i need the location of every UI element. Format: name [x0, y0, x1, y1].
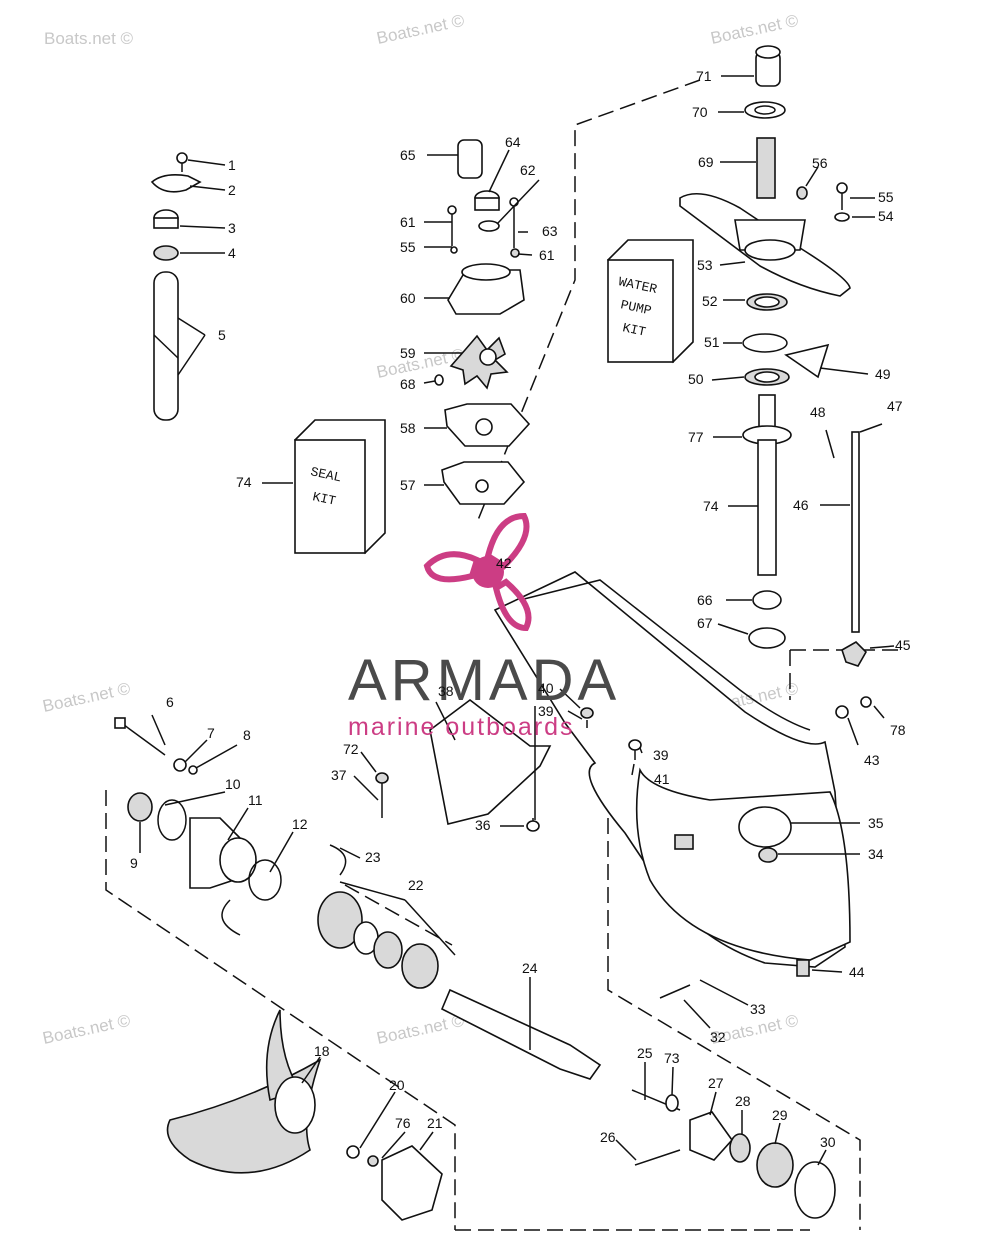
callout-label: 48 — [810, 404, 826, 420]
stud-group — [820, 423, 895, 667]
drive-shaft-group — [679, 45, 875, 649]
callout-label: 47 — [887, 398, 903, 414]
gear-housing-group — [353, 571, 885, 1029]
callout-label: 1 — [228, 157, 236, 173]
kit-label-line: KIT — [621, 320, 647, 340]
seal-kit-box: SEAL KIT — [262, 419, 386, 555]
logo: ARMADA marine outboards — [348, 512, 620, 741]
callout-label: 45 — [895, 637, 911, 653]
callout-label: 40 — [538, 680, 554, 696]
callout-label: 55 — [878, 189, 894, 205]
callout-label: 6 — [166, 694, 174, 710]
watermark: Boats.net © — [41, 679, 133, 716]
logo-tagline: marine outboards — [348, 713, 575, 741]
callout-label: 26 — [600, 1129, 616, 1145]
callout-label: 33 — [750, 1001, 766, 1017]
callout-label: 36 — [475, 817, 491, 833]
callout-label: 66 — [697, 592, 713, 608]
callout-label: 44 — [849, 964, 865, 980]
callout-label: 4 — [228, 245, 236, 261]
callout-label: 5 — [218, 327, 226, 343]
callout-label: 27 — [708, 1075, 724, 1091]
callout-label: 8 — [243, 727, 251, 743]
callout-label: 29 — [772, 1107, 788, 1123]
callout-label: 41 — [654, 771, 670, 787]
callout-label: 53 — [697, 257, 713, 273]
callout-label: 62 — [520, 162, 536, 178]
callout-label: 49 — [875, 366, 891, 382]
callout-label: 38 — [438, 683, 454, 699]
callout-label: 63 — [542, 223, 558, 239]
kit-label-line: KIT — [311, 489, 337, 509]
callout-label: 35 — [868, 815, 884, 831]
callout-label: 72 — [343, 741, 359, 757]
callout-label: 76 — [395, 1115, 411, 1131]
callout-label: 71 — [696, 68, 712, 84]
callout-label: 54 — [878, 208, 894, 224]
watermark: Boats.net © — [375, 1011, 467, 1048]
kit-label-line: PUMP — [619, 297, 653, 318]
callout-label: 56 — [812, 155, 828, 171]
watermark: Boats.net © — [41, 1011, 133, 1048]
callout-label: 39 — [653, 747, 669, 763]
callout-label: 67 — [697, 615, 713, 631]
watermark: Boats.net © — [44, 29, 134, 48]
shift-rod-group — [150, 152, 226, 421]
callout-label: 30 — [820, 1134, 836, 1150]
callout-label: 22 — [408, 877, 424, 893]
watermark: Boats.net © — [709, 11, 801, 48]
callout-label: 61 — [400, 214, 416, 230]
callout-label: 52 — [702, 293, 718, 309]
callout-label: 34 — [868, 846, 884, 862]
callout-label: 77 — [688, 429, 704, 445]
callout-label: 32 — [710, 1029, 726, 1045]
callout-label: 43 — [864, 752, 880, 768]
kit-label-line: SEAL — [309, 464, 343, 485]
callout-label: 61 — [539, 247, 555, 263]
callout-label: 21 — [427, 1115, 443, 1131]
callout-label: 60 — [400, 290, 416, 306]
callout-label: 51 — [704, 334, 720, 350]
callout-label: 2 — [228, 182, 236, 198]
callout-label: 46 — [793, 497, 809, 513]
callout-label: 11 — [248, 792, 263, 808]
callout-label: 24 — [522, 960, 538, 976]
callout-label: 69 — [698, 154, 714, 170]
water-pump-kit-box: WATER PUMP KIT — [606, 239, 694, 364]
callout-label: 50 — [688, 371, 704, 387]
callout-labels: 1 2 3 4 5 6 7 8 9 10 11 12 18 20 21 22 2… — [130, 68, 911, 1150]
callout-label: 68 — [400, 376, 416, 392]
callout-label: 78 — [890, 722, 906, 738]
callout-label: 74 — [236, 474, 252, 490]
logo-name: ARMADA — [348, 648, 620, 713]
callout-label: 20 — [389, 1077, 405, 1093]
callout-label: 65 — [400, 147, 416, 163]
callout-label: 58 — [400, 420, 416, 436]
water-pump-group — [423, 139, 540, 505]
prop-shaft-group — [114, 714, 836, 1221]
callout-label: 10 — [225, 776, 241, 792]
callout-label: 25 — [637, 1045, 653, 1061]
callout-label: 59 — [400, 345, 416, 361]
callout-label: 7 — [207, 725, 215, 741]
callout-label: 55 — [400, 239, 416, 255]
callout-label: 64 — [505, 134, 521, 150]
watermark: Boats.net © — [375, 11, 467, 48]
callout-label: 28 — [735, 1093, 751, 1109]
callout-label: 23 — [365, 849, 381, 865]
callout-label: 12 — [292, 816, 308, 832]
callout-label: 73 — [664, 1050, 680, 1066]
callout-label: 9 — [130, 855, 138, 871]
callout-label: 39 — [538, 703, 554, 719]
callout-label: 70 — [692, 104, 708, 120]
callout-label: 42 — [496, 555, 512, 571]
callout-label: 57 — [400, 477, 416, 493]
callout-label: 3 — [228, 220, 236, 236]
callout-label: 18 — [314, 1043, 330, 1059]
callout-label: 37 — [331, 767, 347, 783]
callout-label: 74 — [703, 498, 719, 514]
